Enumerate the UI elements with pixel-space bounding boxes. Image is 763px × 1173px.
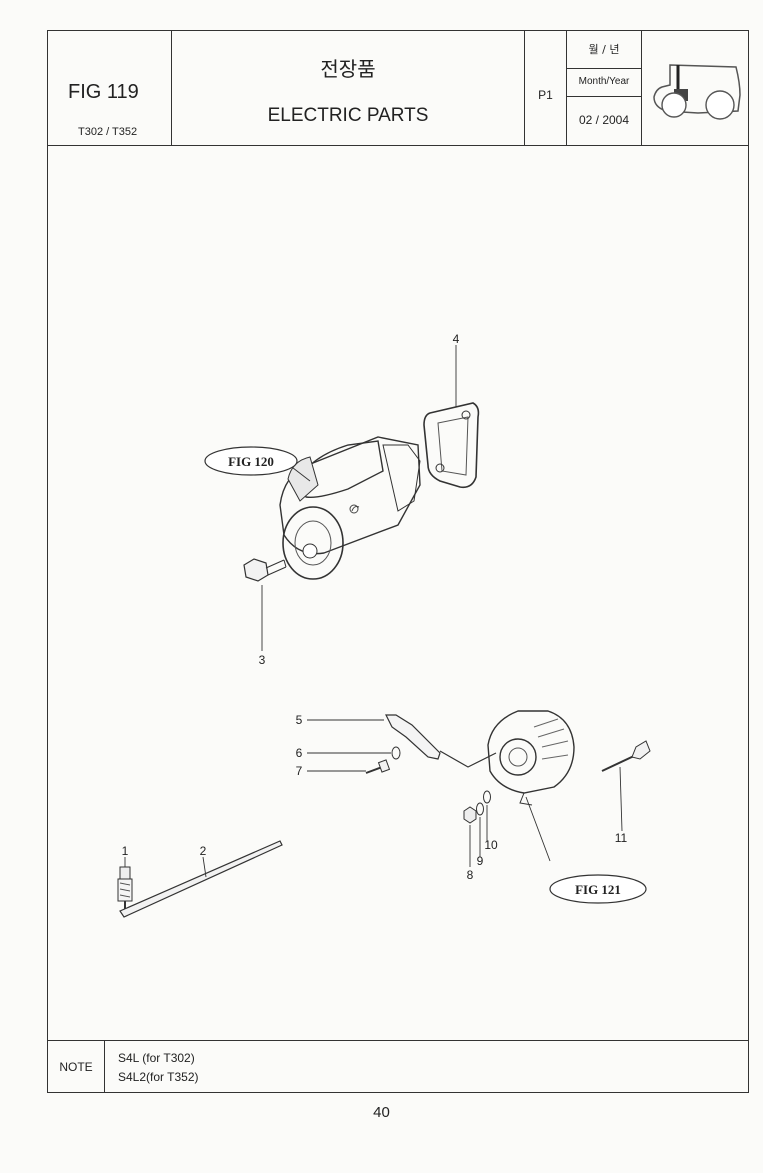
bolt-part-3 xyxy=(243,558,287,582)
washer-part-6 xyxy=(391,746,401,760)
gasket-part-4 xyxy=(423,402,480,489)
callout-4: 4 xyxy=(453,332,460,346)
washer-part-10 xyxy=(483,790,491,804)
figure-number: FIG 119 xyxy=(68,81,139,103)
date-label-korean: 월 / 년 xyxy=(567,31,641,69)
parts-drawing: FIG 120 FIG 121 1 2 3 4 5 6 7 8 9 10 11 xyxy=(117,332,651,918)
callout-1: 1 xyxy=(122,844,129,858)
title-korean: 전장품 xyxy=(320,57,376,81)
tractor-icon xyxy=(653,64,741,120)
starter-motor xyxy=(279,436,421,580)
model-list: T302 / T352 xyxy=(78,126,138,138)
date-value: 02 / 2004 xyxy=(578,113,630,127)
fig-120-reference[interactable]: FIG 120 xyxy=(204,446,298,476)
nut-part-8 xyxy=(463,806,477,824)
callout-5: 5 xyxy=(296,713,303,727)
note-line-1: S4L (for T302) xyxy=(118,1051,195,1065)
note-label: NOTE xyxy=(48,1041,105,1093)
title-cell: 전장품 ELECTRIC PARTS xyxy=(172,31,525,145)
callout-7: 7 xyxy=(296,764,303,778)
page-id: P1 xyxy=(538,88,553,102)
callout-9: 9 xyxy=(477,854,484,868)
callout-11: 11 xyxy=(615,831,628,845)
title-english: ELECTRIC PARTS xyxy=(267,105,429,126)
parts-page-frame: FIG 119 T302 / T352 전장품 ELECTRIC PARTS P… xyxy=(47,30,749,1093)
leader-lines xyxy=(124,345,623,878)
exploded-parts-diagram: FIG 120 FIG 121 1 2 3 4 5 6 7 8 9 10 11 xyxy=(48,145,748,1040)
page-header: FIG 119 T302 / T352 전장품 ELECTRIC PARTS P… xyxy=(48,31,748,146)
fig-120-label: FIG 120 xyxy=(228,454,274,469)
thumbnail-cell xyxy=(642,31,750,145)
connecting-strip-part-2 xyxy=(119,840,283,918)
callout-8: 8 xyxy=(467,868,474,882)
callout-2: 2 xyxy=(200,844,207,858)
page-number: 40 xyxy=(373,1104,390,1121)
note-line-2: S4L2(for T352) xyxy=(118,1070,199,1084)
note-section: NOTE S4L (for T302) S4L2(for T352) xyxy=(48,1040,748,1093)
bolt-part-11 xyxy=(601,740,651,772)
alternator xyxy=(487,710,575,806)
bolt-part-7 xyxy=(365,759,391,774)
callout-3: 3 xyxy=(259,653,266,667)
alternator-bracket-part-5 xyxy=(385,714,497,768)
page-id-cell: P1 xyxy=(525,31,567,145)
date-cell: 월 / 년 Month/Year 02 / 2004 xyxy=(567,31,642,145)
callout-10: 10 xyxy=(484,838,498,852)
figure-id-cell: FIG 119 T302 / T352 xyxy=(48,31,172,145)
fig-121-label: FIG 121 xyxy=(575,882,621,897)
date-label-english: Month/Year xyxy=(567,68,641,97)
fig-121-reference[interactable]: FIG 121 xyxy=(549,874,647,904)
washer-part-9 xyxy=(476,802,484,816)
callout-6: 6 xyxy=(296,746,303,760)
